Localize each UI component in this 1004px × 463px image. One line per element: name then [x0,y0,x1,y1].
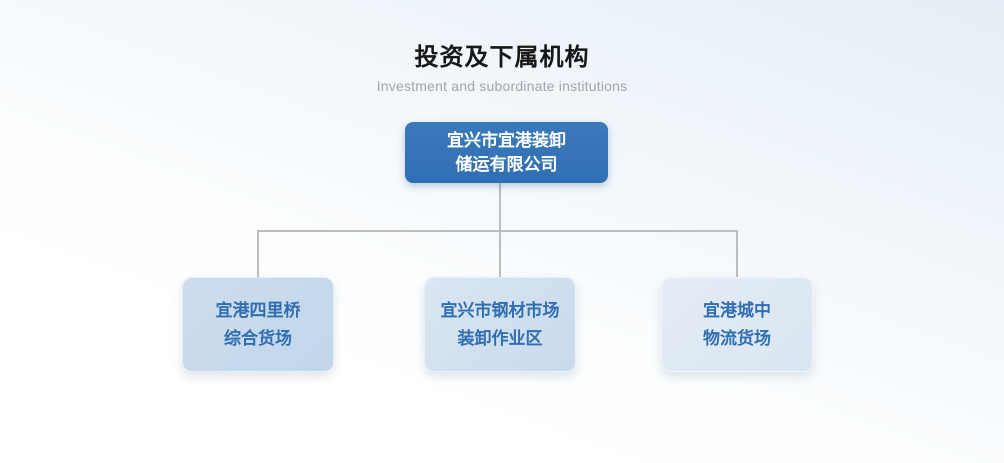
connector-drop-line-right [736,231,738,277]
org-child-node-2-name-line2: 装卸作业区 [457,328,543,348]
org-root-node: 宜兴市宜港装卸 储运有限公司 [405,122,608,183]
connector-horizontal-line [257,230,738,232]
org-root-node-name-line2: 储运有限公司 [455,154,558,174]
page-title: 投资及下属机构 [414,44,590,71]
org-child-node-1-name-line1: 宜港四里桥 [215,300,301,320]
connector-root-vertical-line [499,182,501,230]
org-child-node-3-name-line1: 宜港城中 [703,300,771,320]
org-child-node-2: 宜兴市钢材市场 装卸作业区 [424,277,576,372]
org-child-node-1-name-line2: 综合货场 [224,328,292,348]
org-root-node-name-line1: 宜兴市宜港装卸 [447,130,566,150]
page-subtitle: Investment and subordinate institutions [376,78,628,94]
org-child-node-3: 宜港城中 物流货场 [661,277,813,372]
org-child-node-3-name-line2: 物流货场 [703,328,771,348]
org-child-node-2-name-line1: 宜兴市钢材市场 [440,300,560,320]
connector-drop-line-middle [499,231,501,277]
chart-header: 投资及下属机构 Investment and subordinate insti… [0,44,1004,95]
connector-drop-line-left [257,231,259,277]
org-child-node-1: 宜港四里桥 综合货场 [182,277,334,372]
